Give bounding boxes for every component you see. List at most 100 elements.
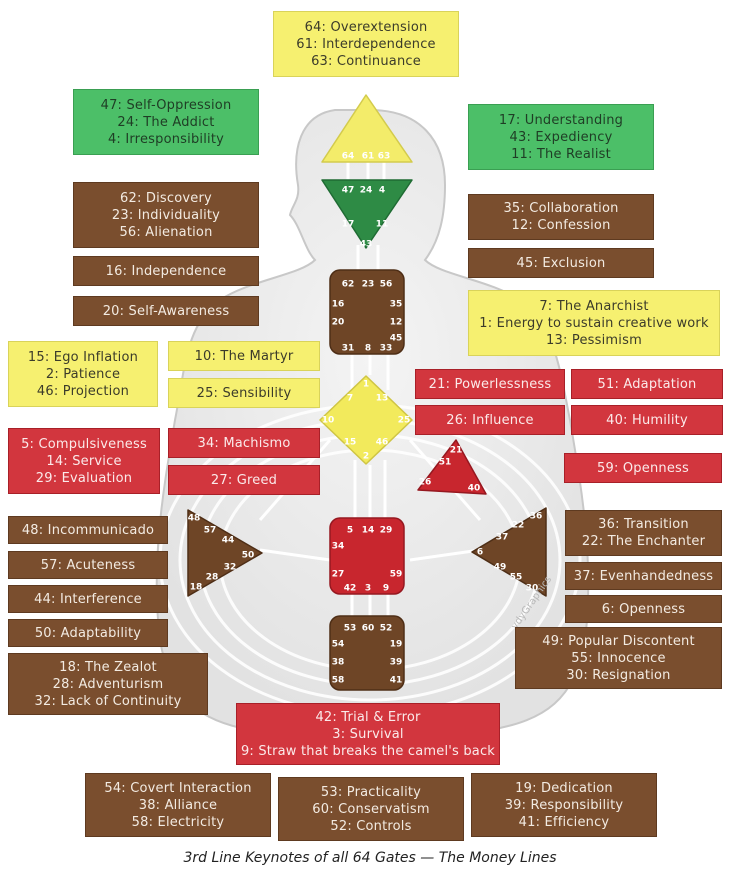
heart-influence-label: 26: Influence (415, 405, 565, 435)
label-line: 54: Covert Interaction (104, 780, 252, 796)
gate-number: 32 (224, 563, 237, 573)
g-sensibility-label: 25: Sensibility (168, 378, 320, 408)
label-line: 38: Alliance (138, 797, 218, 813)
gate-number: 51 (439, 458, 452, 468)
label-line: 34: Machismo (197, 435, 291, 451)
gate-number: 33 (380, 344, 393, 354)
gate-number: 43 (360, 240, 373, 250)
throat-center (329, 269, 405, 355)
label-line: 40: Humility (606, 412, 688, 428)
gate-number: 58 (332, 676, 345, 686)
root-center (329, 615, 405, 691)
label-line: 55: Innocence (571, 650, 666, 666)
gate-number: 42 (344, 584, 357, 594)
gate-number: 44 (222, 536, 235, 546)
label-line: 2: Patience (45, 366, 121, 382)
label-line: 57: Acuteness (40, 557, 136, 573)
label-line: 56: Alienation (119, 224, 213, 240)
label-line: 6: Openness (601, 601, 686, 617)
label-line: 64: Overextension (304, 19, 428, 35)
gate-number: 64 (342, 152, 355, 162)
gate-number: 12 (390, 318, 403, 328)
g-center (319, 375, 413, 465)
solar-2-label: 37: Evenhandedness (565, 562, 722, 590)
heart-powerlessness-label: 21: Powerlessness (415, 369, 565, 399)
gate-number: 15 (344, 438, 357, 448)
gate-number: 2 (363, 452, 369, 462)
label-line: 44: Interference (34, 591, 142, 607)
label-line: 18: The Zealot (59, 659, 157, 675)
gate-number: 62 (342, 280, 355, 290)
gate-number: 28 (206, 573, 219, 583)
heart-humility-label: 40: Humility (571, 405, 723, 435)
gate-number: 18 (190, 583, 203, 593)
gate-number: 47 (342, 186, 355, 196)
gate-number: 52 (380, 624, 393, 634)
label-line: 13: Pessimism (546, 332, 642, 348)
label-line: 29: Evaluation (35, 470, 133, 486)
label-line: 4: Irresponsibility (107, 131, 225, 147)
label-line: 28: Adventurism (52, 676, 164, 692)
label-line: 35: Collaboration (503, 201, 619, 216)
gate-number: 10 (322, 416, 335, 426)
gate-number: 37 (496, 533, 509, 543)
label-line: 59: Openness (597, 460, 689, 476)
gate-number: 30 (526, 584, 539, 594)
gate-number: 54 (332, 640, 345, 650)
gate-number: 16 (332, 300, 345, 310)
label-line: 52: Controls (330, 818, 412, 834)
gate-number: 40 (468, 484, 481, 494)
label-line: 37: Evenhandedness (573, 568, 714, 584)
label-line: 36: Transition (598, 517, 689, 532)
gate-number: 9 (383, 584, 389, 594)
gate-number: 41 (390, 676, 403, 686)
gate-number: 21 (450, 446, 463, 456)
gate-number: 46 (376, 438, 389, 448)
gate-number: 11 (376, 220, 389, 230)
figure-caption: 3rd Line Keynotes of all 64 Gates — The … (183, 850, 557, 866)
label-line: 9: Straw that breaks the camel's back (240, 743, 496, 759)
label-line: 60: Conservatism (312, 801, 430, 817)
label-line: 12: Confession (511, 218, 611, 233)
gate-number: 26 (419, 478, 432, 488)
label-line: 10: The Martyr (194, 348, 294, 364)
label-line: 43: Expediency (509, 129, 613, 145)
spleen-center (187, 509, 263, 597)
label-line: 15: Ego Inflation (27, 349, 139, 365)
gate-number: 56 (380, 280, 393, 290)
gate-number: 8 (365, 344, 371, 354)
gate-number: 29 (380, 526, 393, 536)
label-line: 51: Adaptation (597, 376, 697, 392)
g-martyr-label: 10: The Martyr (168, 341, 320, 371)
gate-number: 1 (363, 380, 369, 390)
gate-number: 24 (360, 186, 373, 196)
label-line: 42: Trial & Error (315, 709, 421, 725)
gate-number: 14 (362, 526, 375, 536)
gate-number: 4 (379, 186, 385, 196)
label-line: 63: Continuance (311, 53, 421, 69)
label-line: 49: Popular Discontent (542, 633, 695, 649)
label-line: 21: Powerlessness (428, 376, 552, 392)
throat-left-3-label: 20: Self-Awareness (73, 296, 259, 326)
gate-number: 60 (362, 624, 375, 634)
heart-openness-label: 59: Openness (564, 453, 722, 483)
label-line: 19: Dedication (515, 780, 613, 796)
gate-number: 20 (332, 318, 345, 328)
label-line: 53: Practicality (320, 784, 422, 800)
solar-3-label: 6: Openness (565, 595, 722, 623)
label-line: 32: Lack of Continuity (34, 693, 182, 709)
label-line: 58: Electricity (131, 814, 225, 830)
gate-number: 55 (510, 573, 523, 583)
label-line: 22: The Enchanter (581, 534, 706, 549)
gate-number: 23 (362, 280, 375, 290)
gate-number: 35 (390, 300, 403, 310)
